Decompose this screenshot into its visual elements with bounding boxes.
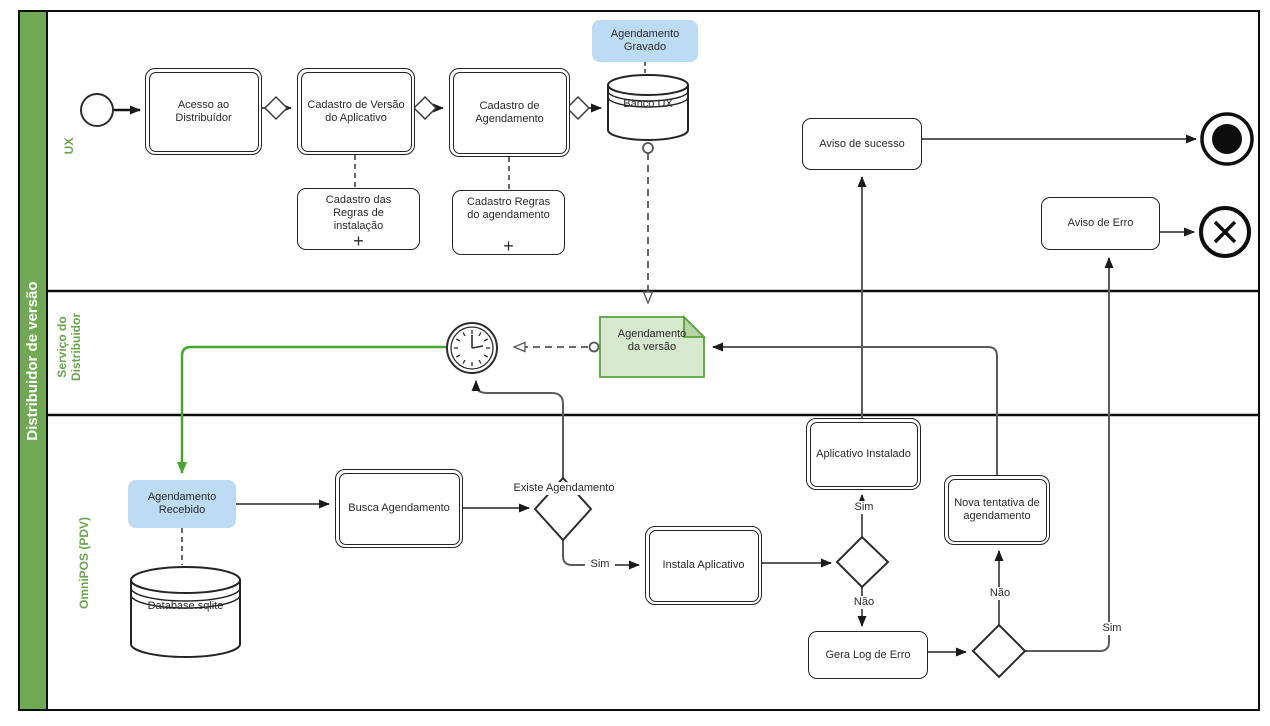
document-agendamento-da-versao[interactable] <box>599 314 707 378</box>
task-label: Acesso ao Distribuídor <box>175 98 232 124</box>
flow-gateway1-sim-to-instala <box>562 540 640 570</box>
task-acesso-ao-distribuidor[interactable]: Acesso ao Distribuídor <box>145 68 262 155</box>
task-label: Gera Log de Erro <box>825 648 911 661</box>
subprocess-cadastro-regras-instalacao[interactable]: Cadastro das Regras de instalação + <box>297 188 420 250</box>
subprocess-label: Cadastro das Regras de instalação <box>325 194 392 232</box>
task-gera-log-de-erro[interactable]: Gera Log de Erro <box>808 631 928 679</box>
message-source-dot-banco-ux <box>642 142 654 154</box>
note-agendamento-recebido[interactable]: Agendamento Recebido <box>128 480 236 528</box>
task-instala-aplicativo[interactable]: Instala Aplicativo <box>645 526 762 605</box>
datastore-label-database-sqlite: Database.sqlite <box>147 600 224 612</box>
datastore-database-sqlite[interactable] <box>130 566 241 658</box>
timer-clock-icon[interactable] <box>446 322 498 374</box>
document-label: Agendamento da versão <box>617 328 687 353</box>
task-cadastro-de-versao[interactable]: Cadastro de Versão do Aplicativo <box>297 68 415 155</box>
task-aplicativo-instalado[interactable]: Aplicativo Instalado <box>806 418 921 490</box>
edge-label-sim-1: Sim <box>585 558 615 571</box>
subprocess-label: Cadastro Regras do agendamento <box>466 196 551 221</box>
end-event-error[interactable] <box>1199 206 1251 258</box>
task-label: Aplicativo Instalado <box>816 447 911 460</box>
flow-gateway3-sim-to-aviso-erro <box>1025 257 1114 652</box>
subprocess-plus-icon[interactable]: + <box>503 236 514 256</box>
pool-header-bar[interactable] <box>18 10 48 711</box>
message-source-dot-agendamento-versao <box>588 341 600 353</box>
gateway-small-1[interactable] <box>263 95 289 121</box>
gateway-small-2[interactable] <box>412 95 438 121</box>
note-label: Agendamento Gravado <box>610 28 680 53</box>
flow-timer-to-agendamento-recebido <box>177 345 446 474</box>
task-label: Cadastro de Versão do Aplicativo <box>307 98 405 124</box>
subprocess-plus-icon[interactable]: + <box>353 231 364 251</box>
gateway-small-3[interactable] <box>565 95 591 121</box>
task-nova-tentativa-de-agendamento[interactable]: Nova tentativa de agendamento <box>944 475 1050 545</box>
gateway-nova-tentativa-sim-nao[interactable] <box>971 623 1027 679</box>
task-aviso-de-erro[interactable]: Aviso de Erro <box>1041 197 1160 250</box>
flow-nova-tentativa-to-agendamento-versao <box>712 342 998 475</box>
edge-label-sim-3: Sim <box>1097 622 1127 635</box>
gateway-instalado-sim-nao[interactable] <box>835 535 890 589</box>
task-label: Aviso de Erro <box>1067 217 1134 229</box>
edge-label-nao-2: Não <box>985 587 1015 600</box>
end-event-success[interactable] <box>1200 112 1254 166</box>
edge-label-nao-1: Não <box>849 596 879 609</box>
datastore-banco-ux[interactable] <box>607 74 689 141</box>
task-label: Nova tentativa de agendamento <box>954 497 1040 522</box>
datastore-label-banco-ux: Banco UX <box>623 98 673 110</box>
subprocess-cadastro-regras-agendamento[interactable]: Cadastro Regras do agendamento + <box>452 190 565 255</box>
task-busca-agendamento[interactable]: Busca Agendamento <box>335 469 463 548</box>
task-label: Cadastro de Agendamento <box>475 99 544 125</box>
edge-label-sim-2: Sim <box>849 501 879 514</box>
task-label: Busca Agendamento <box>348 502 450 514</box>
edge-label-existe-agendamento: Existe Agendamento <box>502 482 626 495</box>
task-aviso-de-sucesso[interactable]: Aviso de sucesso <box>802 118 922 170</box>
note-label: Agendamento Recebido <box>147 491 217 516</box>
task-cadastro-de-agendamento[interactable]: Cadastro de Agendamento <box>449 68 570 157</box>
task-label: Aviso de sucesso <box>819 137 905 150</box>
task-label: Instala Aplicativo <box>662 559 745 571</box>
note-agendamento-gravado[interactable]: Agendamento Gravado <box>592 20 698 62</box>
flow-gateway1-to-timer <box>471 380 564 478</box>
start-event[interactable] <box>80 93 114 127</box>
